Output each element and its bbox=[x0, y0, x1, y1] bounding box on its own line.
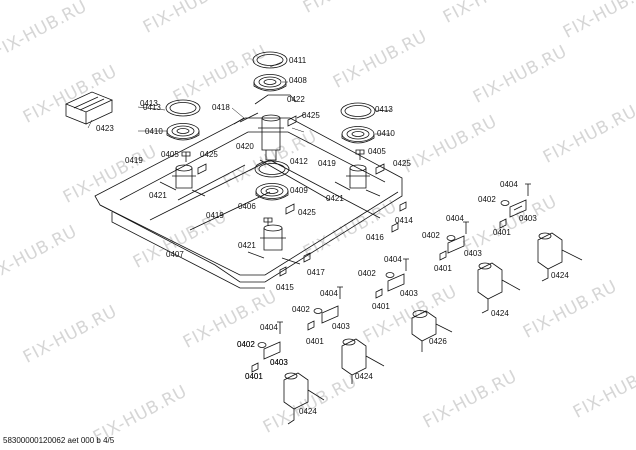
part-label: 0413 bbox=[375, 105, 393, 114]
burner-cup-left bbox=[159, 164, 206, 197]
part-label: 0402 bbox=[422, 231, 440, 240]
part-label: 0401 bbox=[372, 302, 390, 311]
part-label: 0413 bbox=[140, 99, 158, 108]
part-label: 0406 bbox=[238, 202, 256, 211]
part-label: 0402 bbox=[358, 269, 376, 278]
leader-lines bbox=[87, 61, 392, 135]
burner-head-0408 bbox=[253, 74, 287, 92]
part-label: 0401 bbox=[245, 372, 263, 381]
burner-cup-front bbox=[247, 224, 301, 265]
part-label: 0404 bbox=[446, 214, 464, 223]
burner-cap-left-0413 bbox=[165, 99, 201, 117]
part-label: 0418 bbox=[212, 103, 230, 112]
part-label: 0419 bbox=[125, 156, 143, 165]
burner-cup-right bbox=[334, 164, 381, 197]
igniter-block-0423 bbox=[64, 91, 114, 125]
part-label: 0417 bbox=[307, 268, 325, 277]
part-label: 0404 bbox=[384, 255, 402, 264]
washer-parts-0402 bbox=[257, 200, 510, 348]
part-label: 0426 bbox=[429, 337, 447, 346]
part-label: 0403 bbox=[400, 289, 418, 298]
burner-frame bbox=[94, 117, 403, 289]
part-label: 0420 bbox=[236, 142, 254, 151]
part-label: 0416 bbox=[366, 233, 384, 242]
part-label: 0402 bbox=[478, 195, 496, 204]
part-label: 0421 bbox=[238, 241, 256, 250]
part-label: 0408 bbox=[289, 76, 307, 85]
part-label: 0425 bbox=[302, 111, 320, 120]
screw-parts bbox=[181, 113, 365, 226]
part-label: 0411 bbox=[289, 56, 307, 65]
part-label: 0401 bbox=[493, 228, 511, 237]
part-label: 0403 bbox=[270, 358, 288, 367]
burner-cap-center-0412 bbox=[254, 160, 290, 178]
part-label: 0421 bbox=[149, 191, 167, 200]
frame-clips bbox=[279, 201, 407, 277]
gas-tap-0426 bbox=[411, 310, 453, 352]
burner-head-left-0410 bbox=[166, 123, 200, 141]
part-label: 0424 bbox=[551, 271, 569, 280]
ignition-clips bbox=[197, 115, 385, 215]
burner-cap-right-0413 bbox=[340, 102, 376, 120]
gas-tap-0424-d bbox=[283, 372, 325, 425]
part-label: 0401 bbox=[245, 372, 263, 381]
part-label: 0402 bbox=[292, 305, 310, 314]
burner-head-right-0410 bbox=[341, 126, 375, 144]
part-label: 0424 bbox=[299, 407, 317, 416]
burner-head-center-0409 bbox=[255, 183, 289, 201]
part-label: 0401 bbox=[306, 337, 324, 346]
part-label: 0405 bbox=[368, 147, 386, 156]
footer-reference: 58300000120062 aet 000 b 4/5 bbox=[3, 436, 115, 445]
part-label: 0403 bbox=[332, 322, 350, 331]
part-label: 0413 bbox=[143, 103, 161, 112]
part-label: 0415 bbox=[276, 283, 294, 292]
part-label: 0414 bbox=[395, 216, 413, 225]
gas-tap-0424-b bbox=[477, 262, 521, 314]
part-label: 0419 bbox=[318, 159, 336, 168]
part-label: 0421 bbox=[326, 194, 344, 203]
part-label: 0410 bbox=[377, 129, 395, 138]
part-label: 0422 bbox=[287, 95, 305, 104]
part-label: 0409 bbox=[290, 186, 308, 195]
part-label: 0425 bbox=[200, 150, 218, 159]
part-label: 0425 bbox=[393, 159, 411, 168]
part-label: 0403 bbox=[519, 214, 537, 223]
gas-tap-brackets bbox=[263, 183, 531, 360]
part-label: 0405 bbox=[161, 150, 179, 159]
gas-tap-0424-a bbox=[537, 232, 583, 282]
part-label: 0401 bbox=[434, 264, 452, 273]
part-label: 0424 bbox=[355, 372, 373, 381]
part-label: 0402 bbox=[237, 340, 255, 349]
part-label: 0419 bbox=[206, 211, 224, 220]
part-label: 0403 bbox=[270, 358, 288, 367]
part-label: 0423 bbox=[96, 124, 114, 133]
part-label: 0404 bbox=[500, 180, 518, 189]
part-label: 0407 bbox=[166, 250, 184, 259]
part-label: 0404 bbox=[320, 289, 338, 298]
part-label: 0412 bbox=[290, 157, 308, 166]
part-label: 0424 bbox=[491, 309, 509, 318]
gas-tap-0424-c bbox=[341, 338, 385, 384]
burner-cap-0411 bbox=[252, 51, 288, 69]
part-label: 0402 bbox=[237, 340, 255, 349]
part-label: 0403 bbox=[464, 249, 482, 258]
part-label: 0410 bbox=[145, 127, 163, 136]
part-label: 0404 bbox=[260, 323, 278, 332]
part-label: 0425 bbox=[298, 208, 316, 217]
nut-parts-0401 bbox=[251, 218, 507, 373]
burner-cup-rear bbox=[239, 94, 297, 161]
